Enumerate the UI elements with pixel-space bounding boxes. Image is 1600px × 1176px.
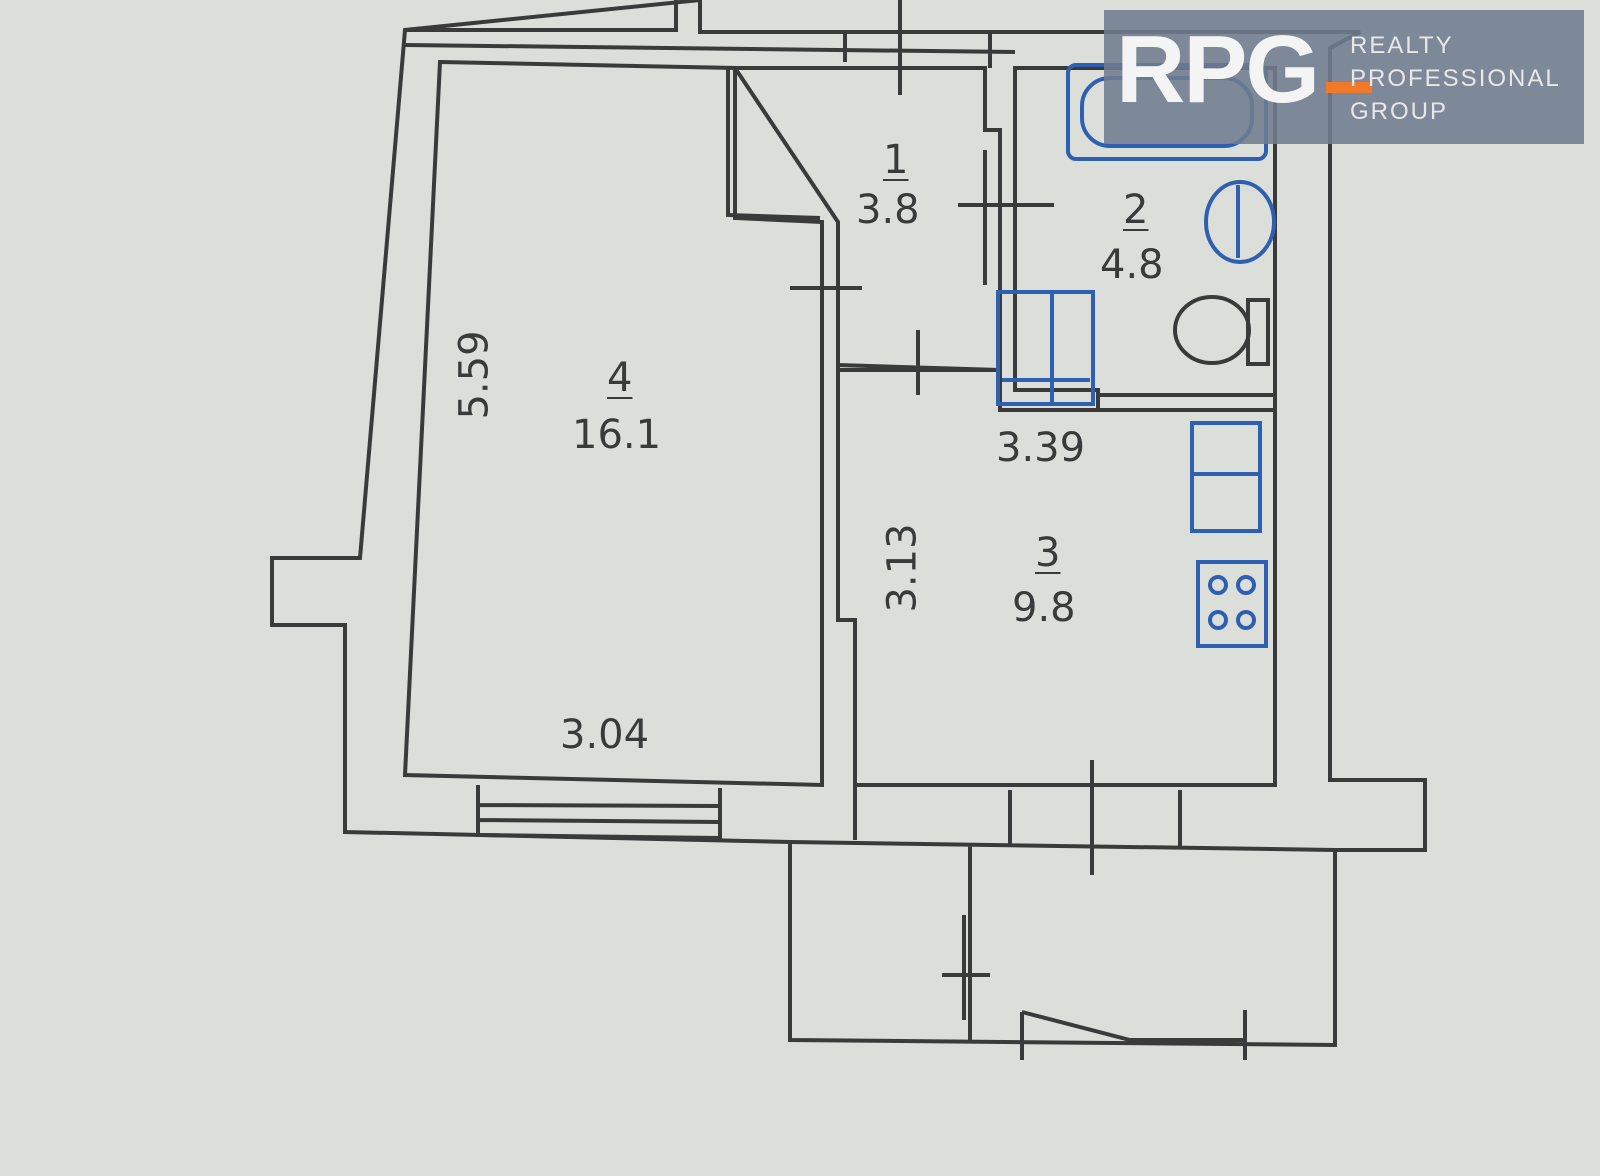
dimension-room4-width: 3.04 bbox=[560, 712, 650, 758]
logo-mark: RPG bbox=[1116, 16, 1320, 123]
room-1-area: 3.8 bbox=[856, 187, 920, 233]
logo-line-realty: REALTY bbox=[1350, 32, 1454, 59]
washing-machine-icon bbox=[996, 290, 1095, 406]
room-3-area: 9.8 bbox=[1012, 585, 1076, 631]
room-2-number: 2 bbox=[1123, 187, 1149, 233]
dimension-room4-height: 5.59 bbox=[451, 330, 498, 420]
logo-line-group: GROUP bbox=[1350, 98, 1449, 125]
dimension-kitchen-height: 3.13 bbox=[879, 523, 926, 613]
toilet-icon bbox=[1173, 295, 1270, 366]
room-2-area: 4.8 bbox=[1100, 242, 1164, 288]
room-4-area: 16.1 bbox=[572, 412, 662, 458]
stove-icon bbox=[1196, 560, 1268, 648]
room-4-number: 4 bbox=[607, 355, 633, 401]
window bbox=[476, 785, 722, 841]
logo-accent-bar bbox=[1326, 82, 1372, 93]
dimension-kitchen-width: 3.39 bbox=[996, 425, 1086, 471]
fridge-icon bbox=[1190, 421, 1262, 533]
outer-wall bbox=[270, 0, 1427, 1048]
logo-line-professional: PROFESSIONAL bbox=[1350, 65, 1561, 92]
room-1-number: 1 bbox=[883, 137, 909, 183]
room-3-number: 3 bbox=[1035, 530, 1061, 576]
rpg-logo: RPG REALTY PROFESSIONAL GROUP bbox=[1104, 10, 1584, 144]
sink-icon bbox=[1204, 180, 1276, 264]
